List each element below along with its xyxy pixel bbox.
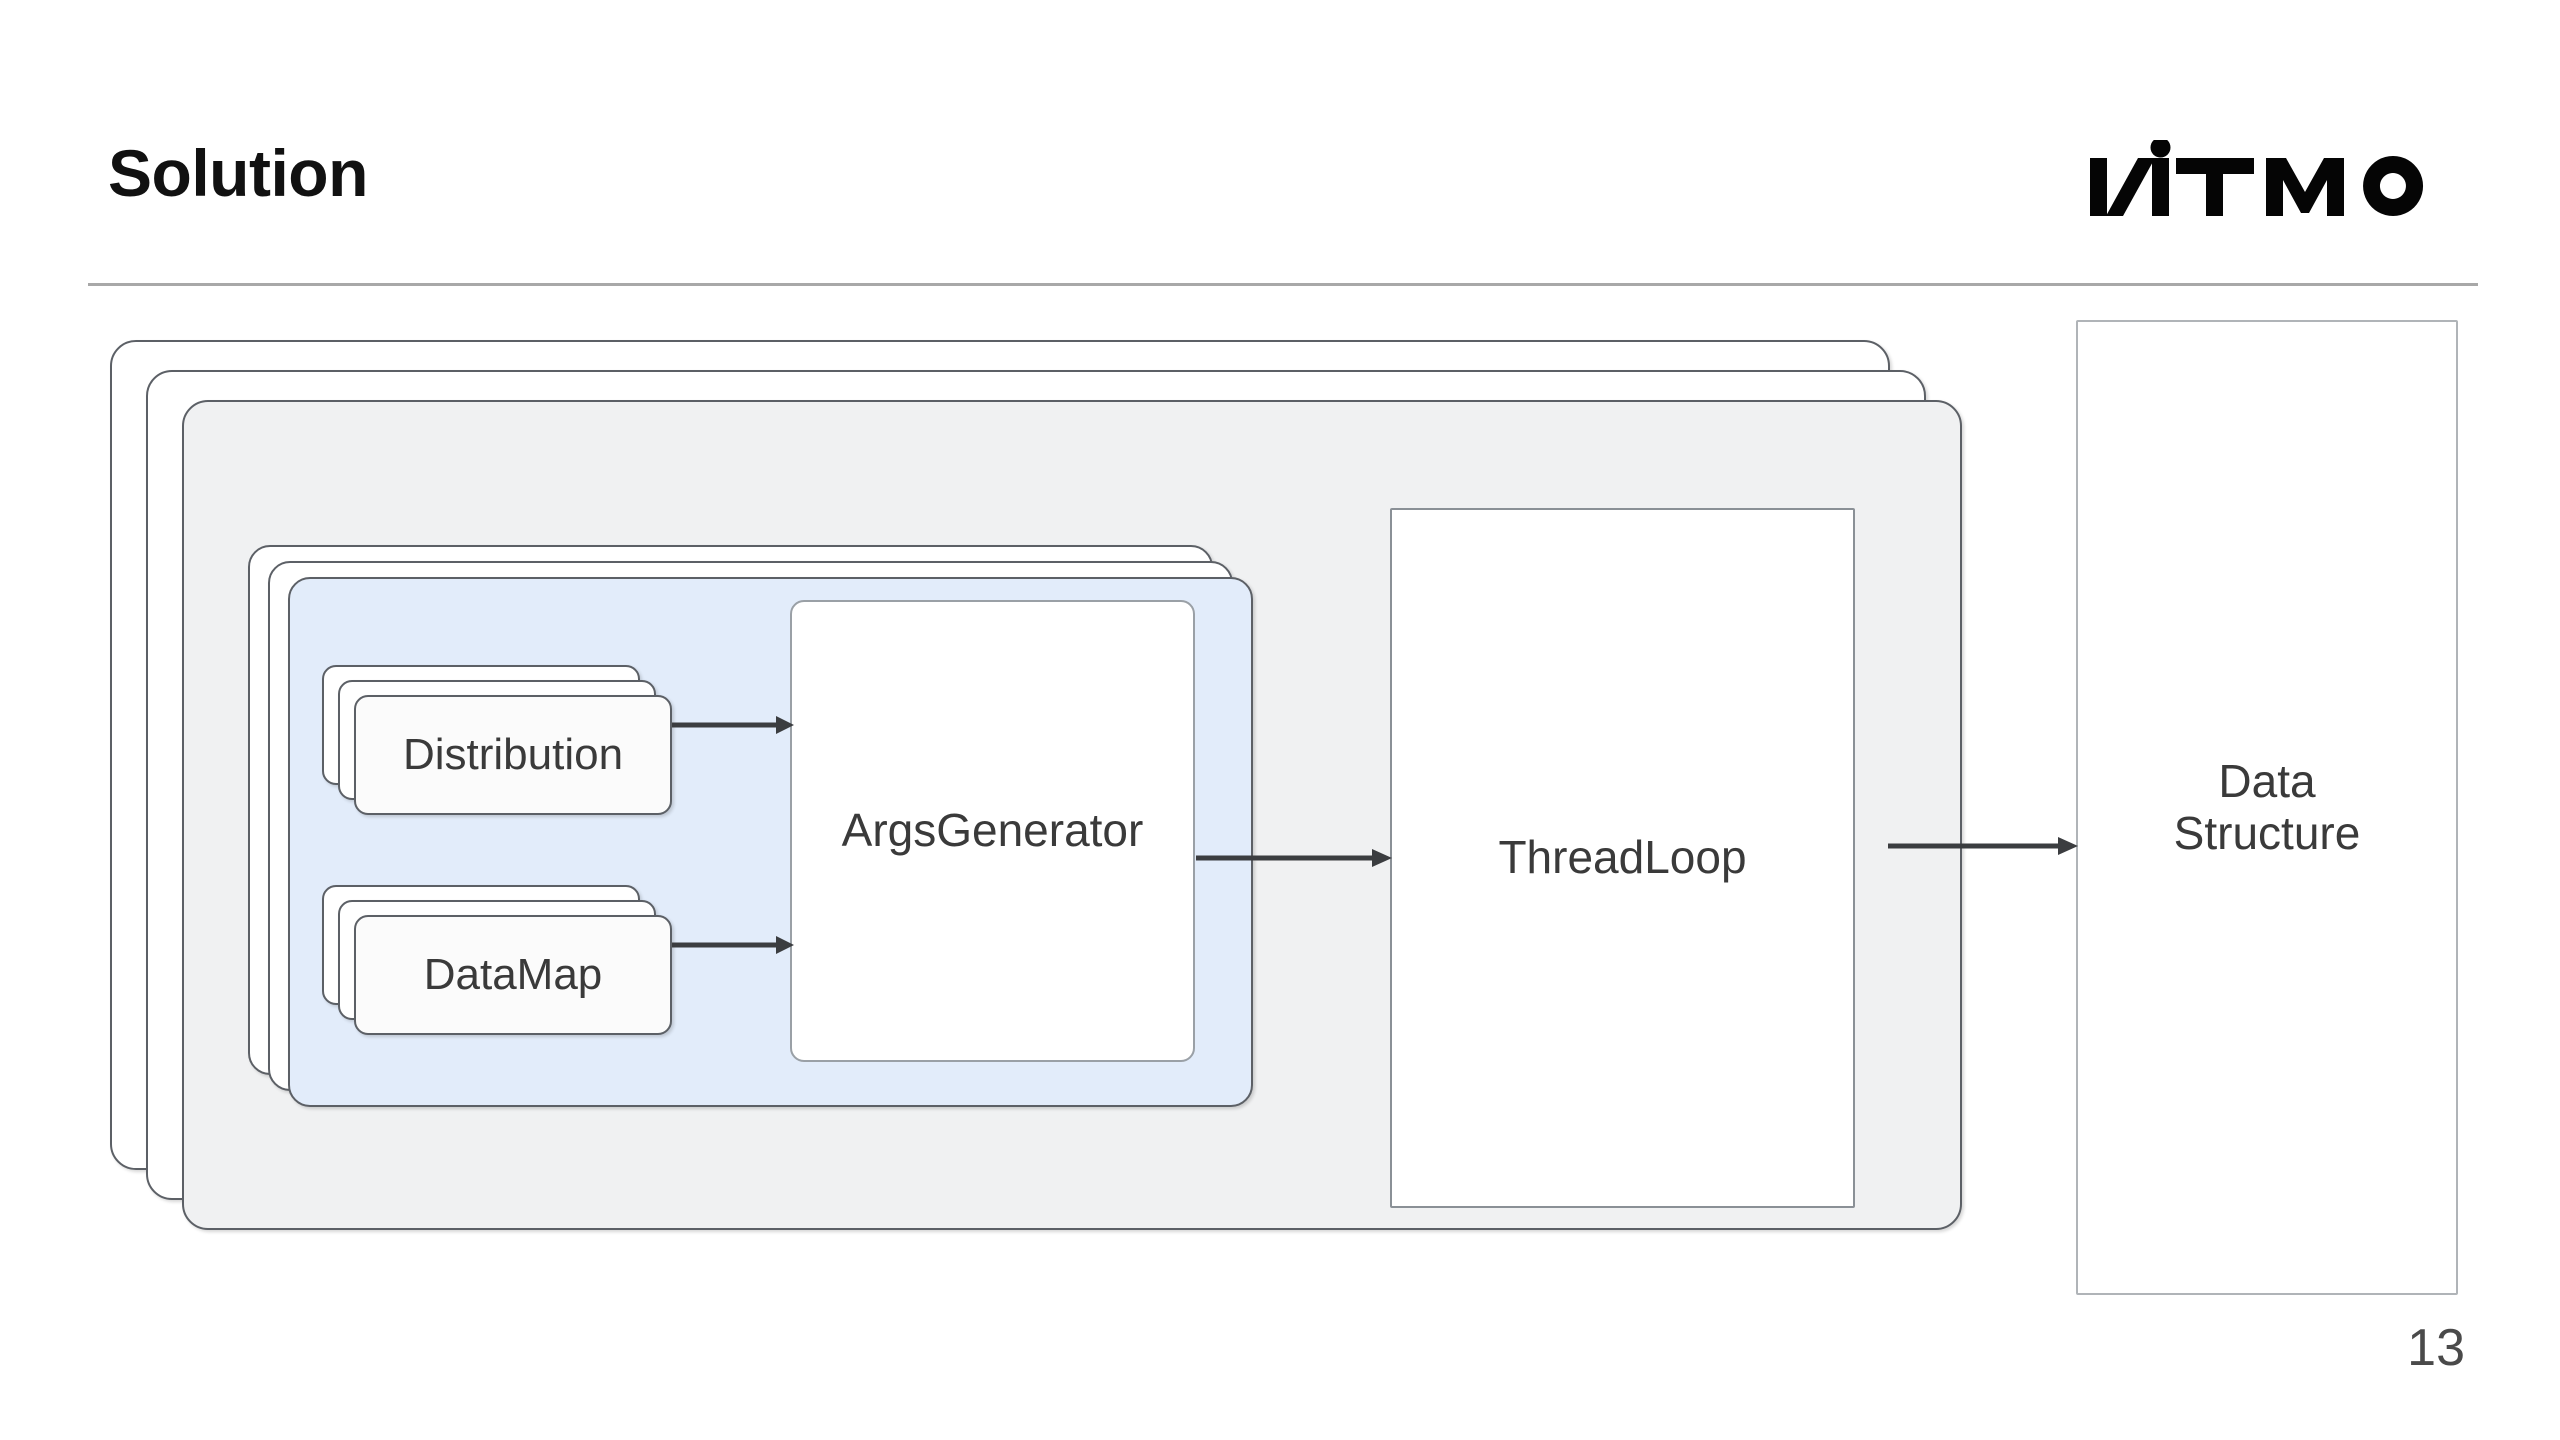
edge-argsgenerator-to-threadloop [1196,845,1392,871]
distribution-card-front: Distribution [354,695,672,815]
header-divider [88,283,2478,286]
argsgenerator-label: ArgsGenerator [841,804,1144,857]
datamap-label: DataMap [423,950,603,999]
datastructure-label: Data Structure [2173,754,2361,859]
distribution-label: Distribution [402,730,624,779]
edge-distribution-to-argsgenerator [672,712,794,738]
itmo-logo-icon [2090,140,2465,216]
node-datastructure[interactable]: Data Structure [2076,320,2458,1295]
node-argsgenerator[interactable]: ArgsGenerator [790,600,1195,1062]
threadloop-label: ThreadLoop [1498,831,1747,884]
node-threadloop[interactable]: ThreadLoop [1390,508,1855,1208]
datastructure-label-line1: Data [2218,754,2316,807]
page-title: Solution [108,136,368,210]
page-number: 13 [2407,1319,2465,1377]
datamap-card-front: DataMap [354,915,672,1035]
datastructure-label-line2: Structure [2173,806,2361,859]
edge-threadloop-to-datastructure [1888,833,2078,859]
edge-datamap-to-argsgenerator [672,932,794,958]
